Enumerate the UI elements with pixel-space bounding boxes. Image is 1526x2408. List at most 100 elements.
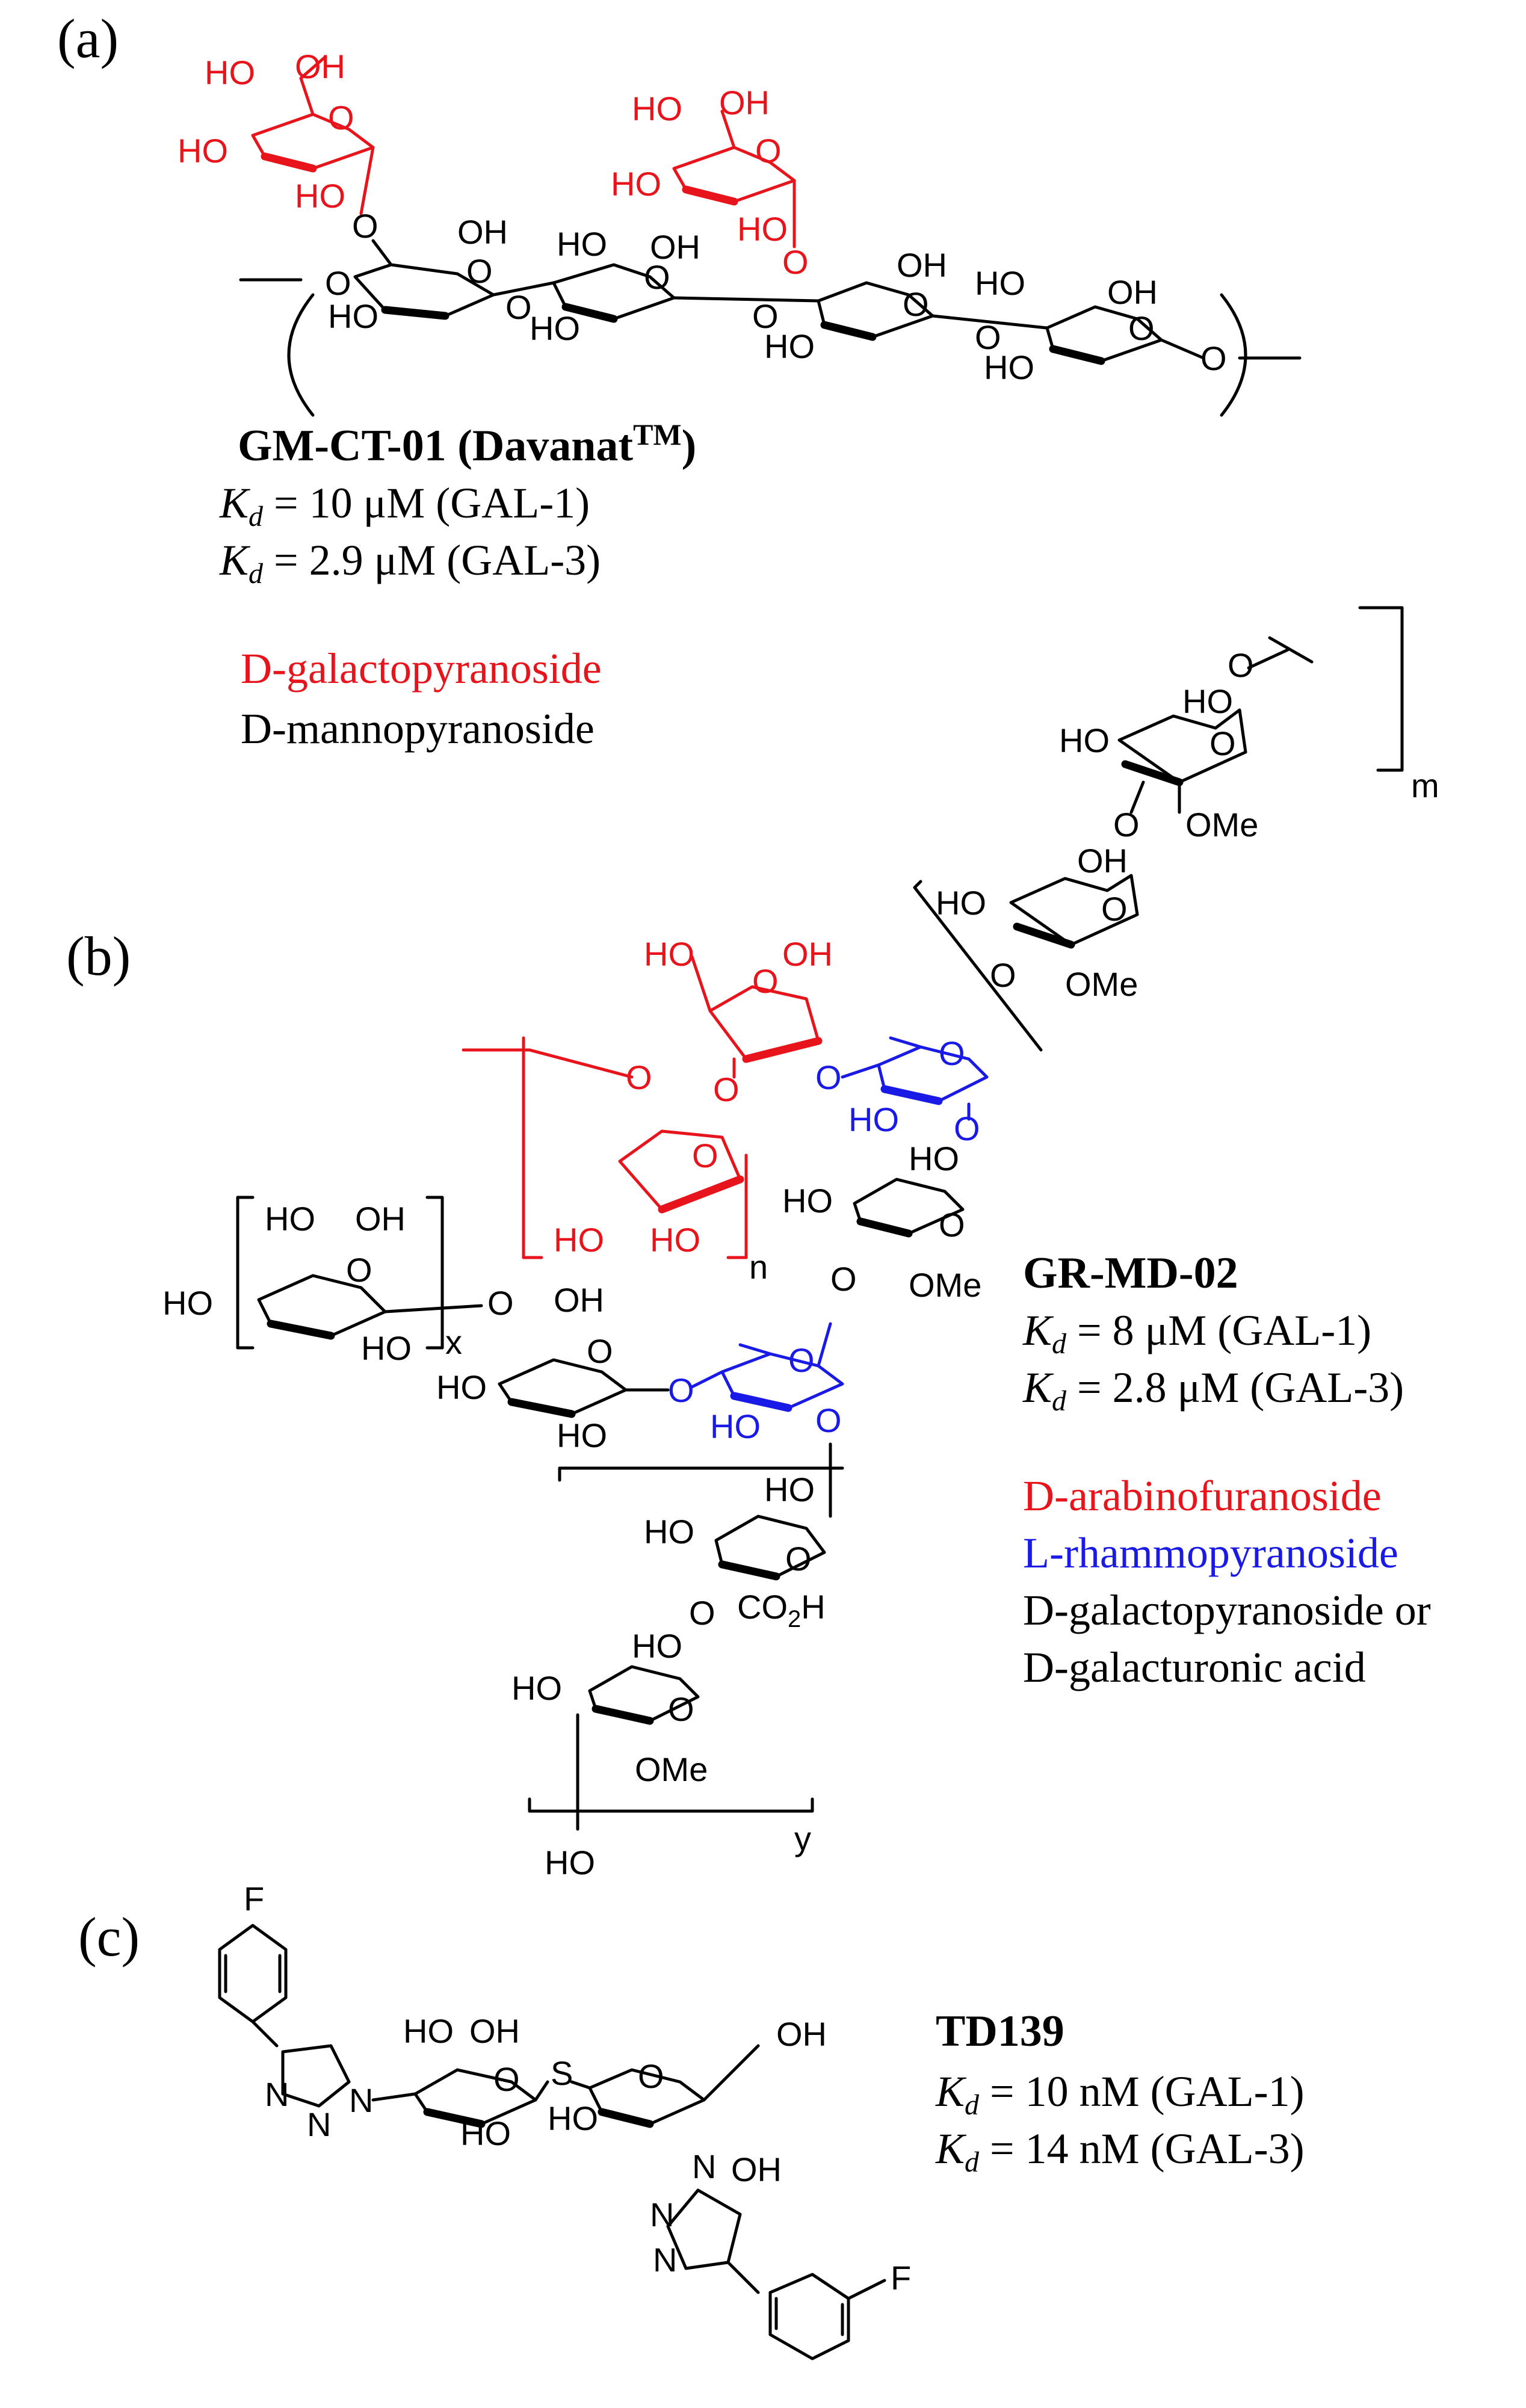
atom-oh: OH [554, 1281, 604, 1319]
atom-f: F [891, 2259, 911, 2297]
atom-ome: OMe [1065, 965, 1138, 1003]
subscript-n: n [749, 1248, 768, 1286]
atom-o: O [755, 132, 782, 170]
kd-gal3-a: Kd = 2.9 μM (GAL-3) [219, 536, 601, 590]
atom-oh: OH [469, 2012, 520, 2050]
legend-b-galacturonic: D-galacturonic acid [1023, 1643, 1366, 1691]
atom-o: O [689, 1594, 715, 1632]
galactose-ring-a2: HO OH O HO HO O [611, 84, 809, 281]
atom-ho: HO [403, 2012, 454, 2050]
atom-ho: HO [530, 309, 580, 347]
legend-b-galacto: D-galactopyranoside or [1023, 1586, 1431, 1634]
atom-n: N [265, 2075, 289, 2113]
legend-b-rhamno: L-rhammopyranoside [1023, 1529, 1398, 1577]
rhamnopyranose-b1: O O HO O [815, 1034, 989, 1147]
compound-name-td139: TD139 [936, 2007, 1064, 2056]
compound-name-gm-ct-01: GM-CT-01 (DavanatTM) [238, 418, 696, 471]
kd-gal1-a: Kd = 10 μM (GAL-1) [219, 479, 590, 533]
panel-b-label: (b) [66, 925, 131, 987]
atom-ho: HO [1182, 682, 1233, 720]
atom-o: O [830, 1260, 857, 1298]
fluorophenyl-right: F [768, 2259, 911, 2360]
atom-ho: HO [650, 1221, 700, 1259]
atom-oh: OH [731, 2150, 782, 2188]
polymer-bracket-a [239, 278, 1302, 417]
atom-o: O [939, 1034, 965, 1072]
fluorophenyl-left: F [218, 1880, 288, 2048]
subscript-y: y [794, 1820, 811, 1857]
atom-o: O [487, 1284, 514, 1322]
atom-ho: HO [632, 90, 682, 128]
atom-o: O [785, 1540, 812, 1578]
atom-n: N [650, 2196, 674, 2234]
atom-o: O [505, 288, 532, 326]
atom-ho: HO [436, 1368, 487, 1406]
atom-o: O [1113, 806, 1140, 844]
atom-oh: OH [1077, 842, 1128, 880]
atom-ho: HO [162, 1284, 213, 1322]
atom-ho: HO [295, 177, 345, 215]
atom-ho: HO [554, 1221, 604, 1259]
galactose-b-left: x HO OH O HO HO O OH O HO HO [162, 1196, 670, 1454]
kd-gal3-c: Kd = 14 nM (GAL-3) [935, 2125, 1305, 2178]
galacturonic-b: HO HO O O CO2H HO HO O OMe y HO [511, 1442, 844, 1882]
atom-o: O [788, 1341, 815, 1379]
atom-ho: HO [644, 935, 694, 973]
atom-ho: HO [764, 327, 815, 365]
atom-n: N [692, 2147, 716, 2185]
atom-o: O [587, 1332, 613, 1370]
atom-oh: OH [1107, 273, 1158, 311]
atom-o: O [1101, 890, 1128, 928]
atom-o: O [1228, 646, 1254, 684]
galactose-ring-a1: HO OH O HO HO [178, 48, 375, 215]
atom-o: O [325, 264, 351, 302]
atom-ho: HO [545, 1844, 595, 1882]
atom-o: O [493, 2060, 520, 2098]
atom-oh: OH [776, 2015, 827, 2053]
atom-o: O [903, 285, 929, 323]
legend-b-arabino: D-arabinofuranoside [1023, 1472, 1382, 1520]
galactose-b-middle: HO HO O O OMe [782, 1140, 981, 1304]
atom-o: O [1128, 309, 1155, 347]
atom-ho: HO [205, 54, 255, 91]
atom-ome: OMe [909, 1266, 981, 1304]
atom-f: F [244, 1880, 264, 1918]
kd-gal3-b: Kd = 2.8 μM (GAL-3) [1022, 1363, 1404, 1417]
kd-gal1-c: Kd = 10 nM (GAL-1) [935, 2067, 1305, 2121]
triazole-left: N N N [265, 2044, 417, 2143]
atom-ho: HO [975, 264, 1025, 302]
atom-ho: HO [909, 1140, 959, 1178]
atom-o: O [815, 1401, 842, 1439]
mannose-backbone-a: O O HO OH O O HO OH O HO O OH O HO O HO [325, 207, 1227, 386]
atom-oh: OH [897, 246, 947, 284]
atom-oh: OH [355, 1200, 406, 1238]
atom-n: N [349, 2081, 373, 2119]
atom-ho: HO [644, 1513, 694, 1551]
subscript-m: m [1411, 767, 1439, 804]
atom-ho: HO [328, 297, 378, 335]
atom-o: O [692, 1137, 718, 1175]
atom-ho: HO [1059, 721, 1110, 759]
atom-o: O [328, 99, 354, 137]
atom-ho: HO [265, 1200, 315, 1238]
atom-ho: HO [848, 1101, 899, 1138]
atom-o: O [668, 1690, 694, 1728]
atom-o: O [939, 1206, 965, 1244]
kd-gal1-b: Kd = 8 μM (GAL-1) [1022, 1306, 1371, 1360]
galactose-c-left: HO OH O HO S [403, 2012, 573, 2152]
atom-ho: HO [632, 1627, 682, 1665]
atom-o: O [975, 318, 1001, 356]
atom-o: O [466, 252, 493, 290]
atom-ho: HO [936, 884, 986, 922]
atom-ome: OMe [635, 1750, 708, 1788]
panel-a-label: (a) [57, 8, 119, 69]
atom-o: O [668, 1371, 694, 1409]
atom-o: O [644, 258, 670, 296]
atom-ho: HO [710, 1407, 761, 1445]
atom-co2h: CO2H [737, 1588, 826, 1632]
atom-oh: OH [295, 48, 345, 85]
atom-ho: HO [460, 2114, 511, 2152]
compound-info-b: GR-MD-02 Kd = 8 μM (GAL-1) Kd = 2.8 μM (… [1022, 1249, 1431, 1691]
panel-a: (a) HO OH O HO HO HO OH [57, 8, 1302, 753]
